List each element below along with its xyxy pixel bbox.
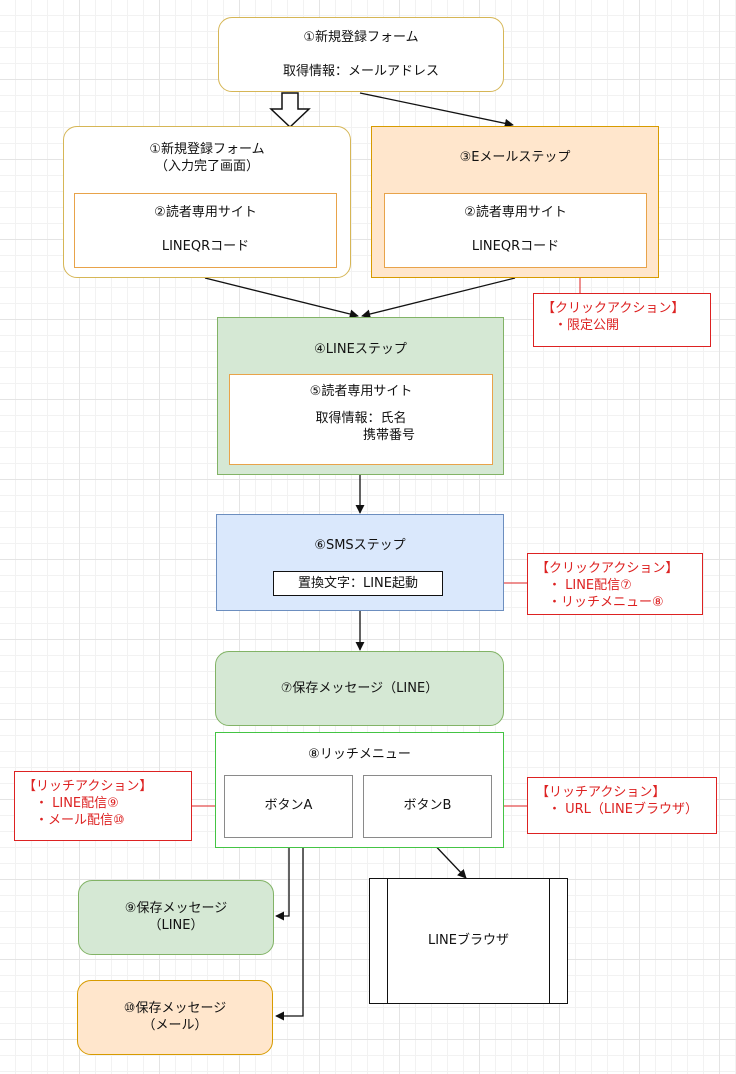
reader-site-5-title: ⑤読者専用サイト	[309, 384, 413, 399]
click-action-note-2: 【クリックアクション】 ・ LINE配信⑦ ・リッチメニュー⑧	[527, 553, 703, 615]
button-a: ボタンA	[224, 775, 353, 838]
reader-site-right-title: ②読者専用サイト	[464, 205, 567, 220]
reader-site-right-qr: LINEQRコード	[471, 239, 560, 254]
replace-text-label: 置換文字：LINE起動	[297, 576, 418, 591]
process-bar-left	[387, 879, 388, 1003]
rich-menu-title: ⑧リッチメニュー	[308, 747, 411, 762]
replace-text-box: 置換文字：LINE起動	[273, 571, 443, 596]
saved-msg-10-title: ⑩保存メッセージ	[123, 1001, 227, 1016]
button-b-label: ボタンB	[403, 798, 452, 813]
rich-action-note-b-title: 【リッチアクション】	[536, 785, 666, 800]
saved-msg-9-node: ⑨保存メッセージ （LINE）	[78, 880, 274, 955]
click-action-note-2-item-1: ・ LINE配信⑦	[548, 578, 632, 593]
reader-site-right: ②読者専用サイト LINEQRコード	[384, 193, 647, 268]
form-complete-subtitle: （入力完了画面）	[154, 159, 259, 174]
edge-form-to-email-step	[359, 92, 514, 128]
saved-msg-9-title: ⑨保存メッセージ	[124, 901, 228, 916]
sms-step-node: ⑥SMSステップ	[216, 514, 504, 611]
saved-msg-10-subtitle: （メール）	[142, 1018, 208, 1033]
line-browser-label: LINEブラウザ	[427, 933, 509, 948]
saved-msg-9-subtitle: （LINE）	[148, 918, 204, 933]
rich-action-note-b: 【リッチアクション】 ・ URL（LINEブラウザ）	[527, 777, 717, 834]
line-step-title: ④LINEステップ	[314, 342, 407, 357]
reader-site-left-title: ②読者専用サイト	[154, 205, 257, 220]
saved-msg-10-node: ⑩保存メッセージ （メール）	[77, 980, 273, 1055]
click-action-note-2-title: 【クリックアクション】	[536, 561, 679, 576]
line-browser-node: LINEブラウザ	[369, 878, 568, 1004]
process-bar-right	[549, 879, 550, 1003]
form-top-node: ①新規登録フォーム 取得情報：メールアドレス	[218, 17, 504, 92]
email-step-title: ③Eメールステップ	[459, 150, 571, 165]
reader-site-5: ⑤読者専用サイト 取得情報：氏名 携帯番号	[229, 374, 493, 465]
rich-action-note-a-title: 【リッチアクション】	[23, 779, 153, 794]
rich-action-note-a: 【リッチアクション】 ・ LINE配信⑨ ・メール配信⑩	[14, 771, 192, 841]
block-arrow-down	[269, 92, 311, 129]
reader-site-5-phone: 携帯番号	[362, 428, 415, 443]
click-action-note-2-item-2: ・リッチメニュー⑧	[548, 595, 664, 610]
sms-step-title: ⑥SMSステップ	[314, 538, 406, 553]
rich-action-note-b-item: ・ URL（LINEブラウザ）	[548, 802, 698, 817]
form-complete-title: ①新規登録フォーム	[149, 142, 265, 157]
rich-action-note-a-item-2: ・メール配信⑩	[35, 813, 125, 828]
reader-site-5-info: 取得情報：氏名	[315, 411, 407, 426]
click-action-note-1: 【クリックアクション】 ・限定公開	[533, 293, 711, 347]
form-top-info: 取得情報：メールアドレス	[282, 64, 439, 79]
form-top-title: ①新規登録フォーム	[303, 30, 419, 45]
edge-buttona-to-msg9	[275, 838, 290, 921]
button-b: ボタンB	[363, 775, 492, 838]
saved-msg-7-label: ⑦保存メッセージ（LINE）	[280, 681, 439, 696]
reader-site-left: ②読者専用サイト LINEQRコード	[74, 193, 337, 268]
click-action-note-1-title: 【クリックアクション】	[542, 301, 685, 316]
edge-email-to-line-step	[361, 277, 516, 319]
reader-site-left-qr: LINEQRコード	[161, 239, 250, 254]
button-a-label: ボタンA	[264, 798, 313, 813]
saved-msg-7-node: ⑦保存メッセージ（LINE）	[215, 651, 504, 726]
rich-action-note-a-item-1: ・ LINE配信⑨	[35, 796, 119, 811]
edge-buttona-to-msg10	[275, 838, 304, 1021]
click-action-note-1-item: ・限定公開	[554, 318, 620, 333]
edge-complete-to-line-step	[204, 277, 359, 319]
